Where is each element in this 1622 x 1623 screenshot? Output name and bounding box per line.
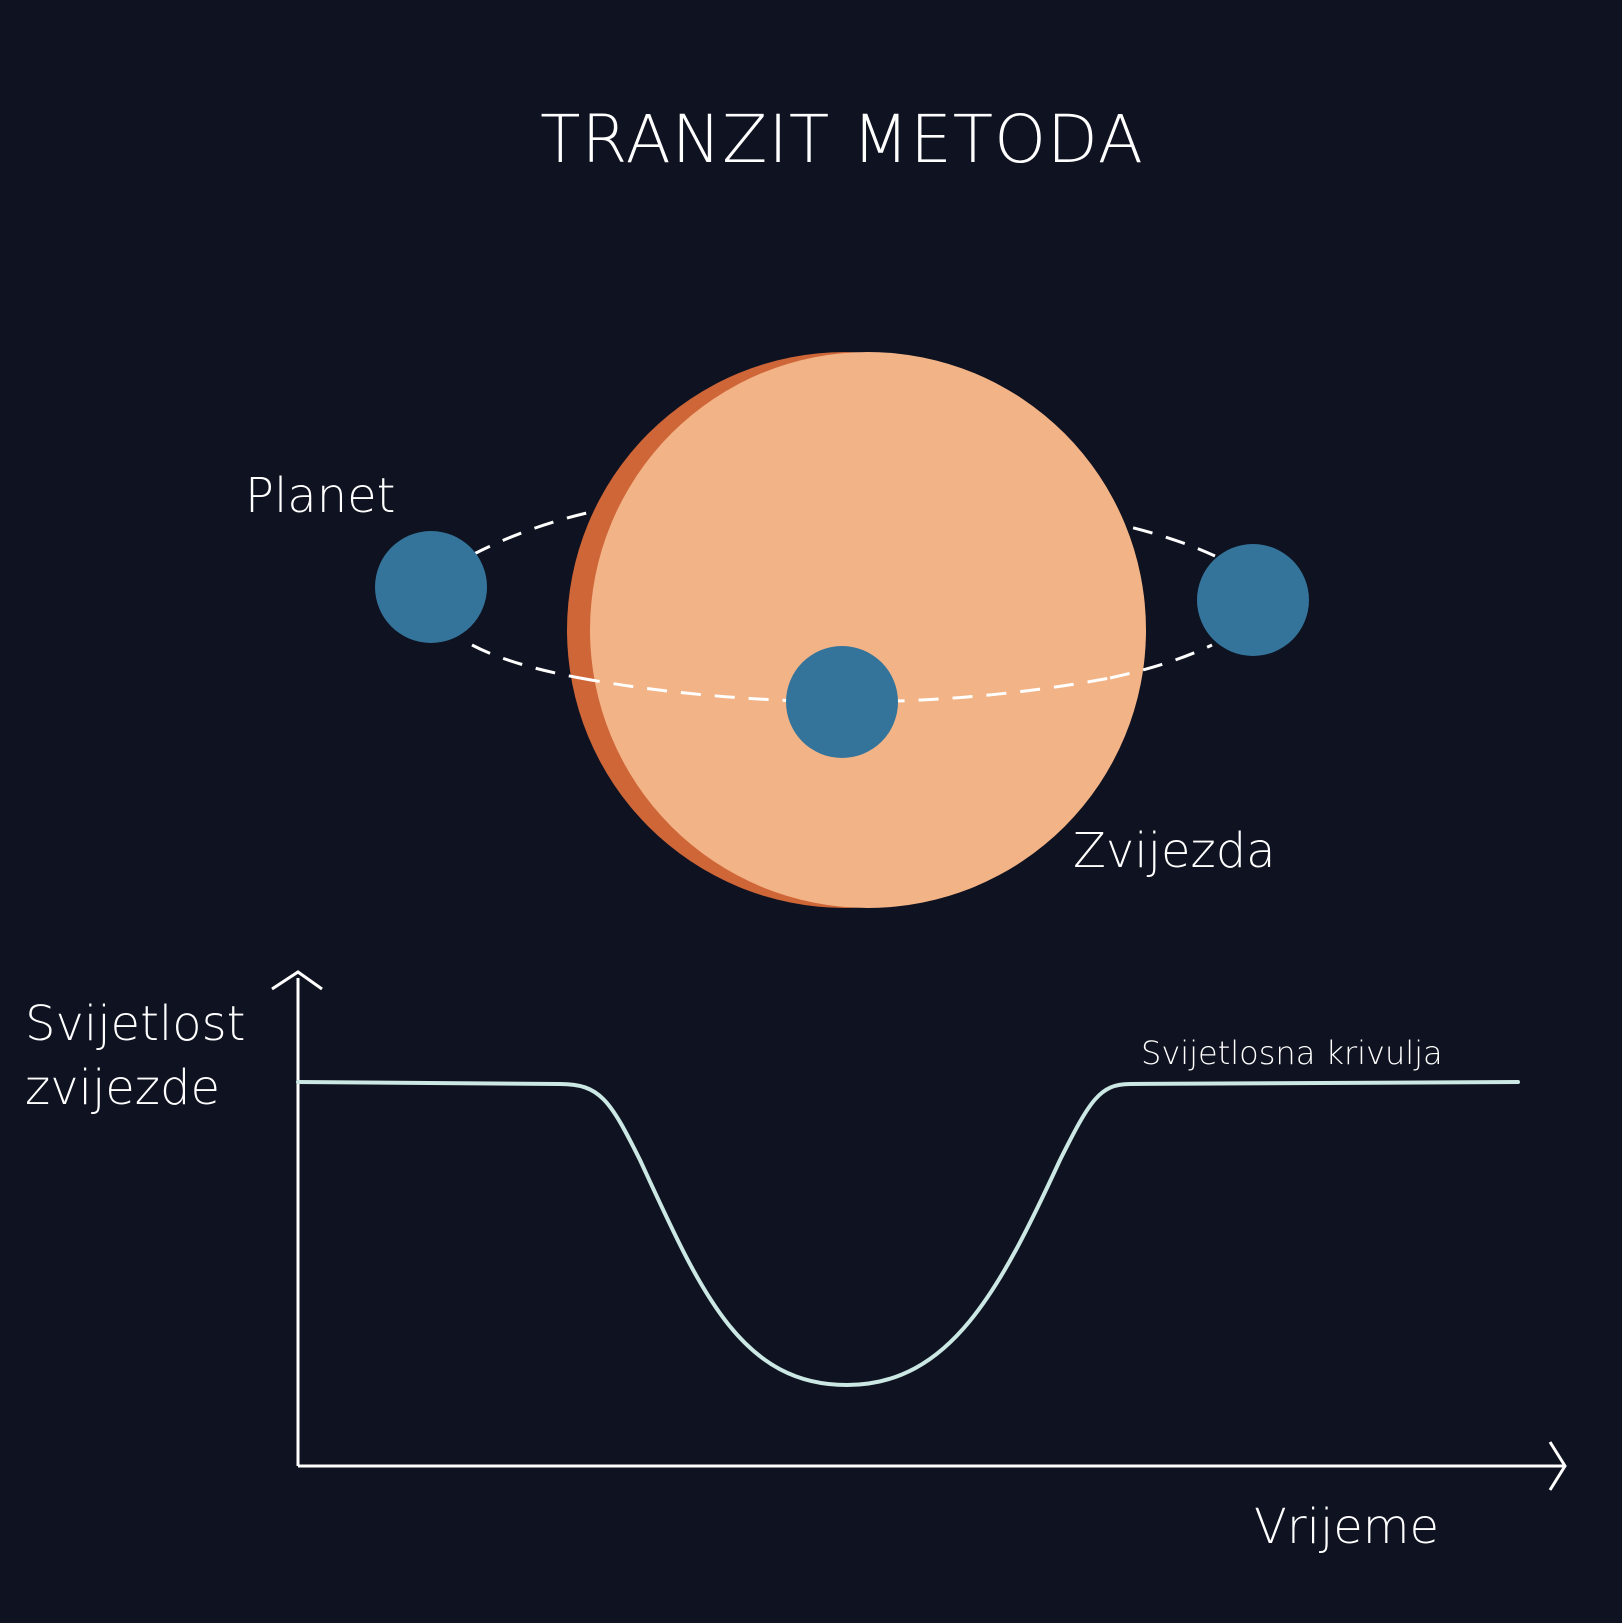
star-label: Zvijezda [1073,823,1276,879]
planet-label: Planet [245,468,395,524]
planet-transit [786,646,898,758]
orbit-front-center [579,676,1111,704]
light-curve [296,1080,1520,1387]
orbit-back [471,508,601,557]
light-curve-label: Svijetlosna krivulja [1141,1034,1443,1072]
y-axis-label-line2: zvijezde [25,1060,220,1116]
planet-left [375,531,487,643]
orbit-front-left [471,643,581,680]
x-axis-label: Vrijeme [1254,1499,1439,1555]
orbit-front-right [1109,643,1213,680]
y-axis-label-line1: Svijetlost [25,996,245,1052]
planet-right [1197,544,1309,656]
diagram-title: TRANZIT METODA [540,101,1144,178]
y-axis-arrow-icon [271,970,323,991]
star [590,352,1146,908]
x-axis-arrow-icon [1548,1441,1567,1491]
